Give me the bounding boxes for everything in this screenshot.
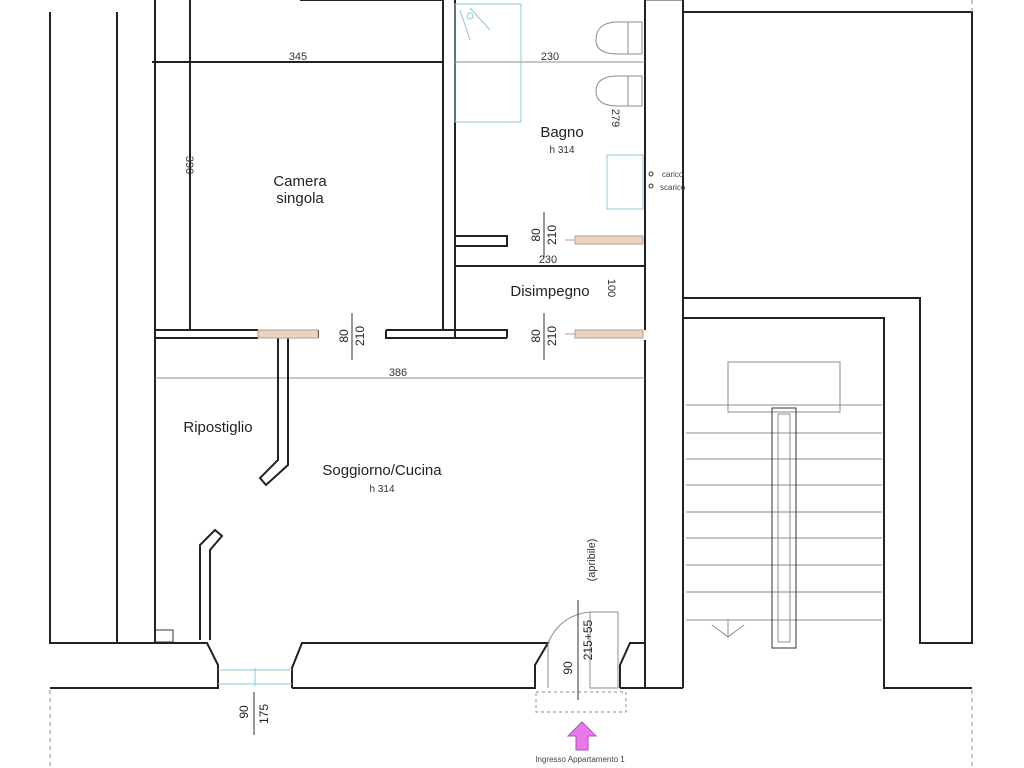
bagno-door-leaf <box>574 235 644 245</box>
bagno-label: Bagno <box>540 124 583 141</box>
door-entrance-h: 215+55 <box>581 619 595 660</box>
wc <box>595 21 643 55</box>
scarico-label: scarico <box>660 183 686 192</box>
door-camera-h: 210 <box>353 326 367 346</box>
carico-label: carico <box>662 170 684 179</box>
window-label: 90 175 <box>237 692 271 735</box>
camera-label-2: singola <box>276 190 324 207</box>
door-label-bagno: 80 210 <box>529 212 559 258</box>
soggiorno-height: h 314 <box>369 484 394 495</box>
window-glazing <box>218 668 292 686</box>
door-entrance-w: 90 <box>561 661 575 675</box>
door-label-entrance: 90 215+55 (apribile) <box>561 539 598 700</box>
door-disimpegno-w: 80 <box>529 329 543 343</box>
disimpegno-door-leaf <box>574 329 644 339</box>
door-bagno-h: 210 <box>545 225 559 245</box>
bagno-height: h 314 <box>549 145 574 156</box>
window-h: 175 <box>257 704 271 724</box>
doors <box>218 235 644 713</box>
door-disimpegno-h: 210 <box>545 326 559 346</box>
entrance-label: Ingresso Appartamento 1 <box>535 755 625 764</box>
door-label-disimpegno: 80 210 <box>529 313 559 360</box>
staircase <box>686 361 882 649</box>
dim-camera-width: 345 <box>289 51 307 63</box>
dim-disimpegno-depth: 100 <box>605 279 617 297</box>
dim-camera-depth: 390 <box>183 156 195 174</box>
dim-soggiorno-width: 386 <box>389 367 407 379</box>
ripostiglio-label: Ripostiglio <box>183 419 252 436</box>
bathroom-fixtures <box>454 3 654 210</box>
soggiorno-label: Soggiorno/Cucina <box>322 462 442 479</box>
camera-door-leaf <box>257 329 319 339</box>
window-w: 90 <box>237 705 251 719</box>
bidet <box>595 75 643 107</box>
camera-label-1: Camera <box>273 173 327 190</box>
door-entrance-note: (apribile) <box>586 539 598 582</box>
door-camera-w: 80 <box>337 329 351 343</box>
door-label-camera: 80 210 <box>337 313 367 360</box>
dim-bagno-width: 230 <box>541 51 559 63</box>
entrance-arrow-icon <box>566 721 598 751</box>
dim-disimpegno-width: 230 <box>539 254 557 266</box>
washbasin <box>606 154 644 210</box>
grid-lines <box>49 0 973 768</box>
shower-tray <box>454 3 522 123</box>
walls <box>49 0 973 689</box>
door-bagno-w: 80 <box>529 228 543 242</box>
disimpegno-label: Disimpegno <box>510 283 589 300</box>
dim-bagno-depth: 279 <box>609 109 621 127</box>
